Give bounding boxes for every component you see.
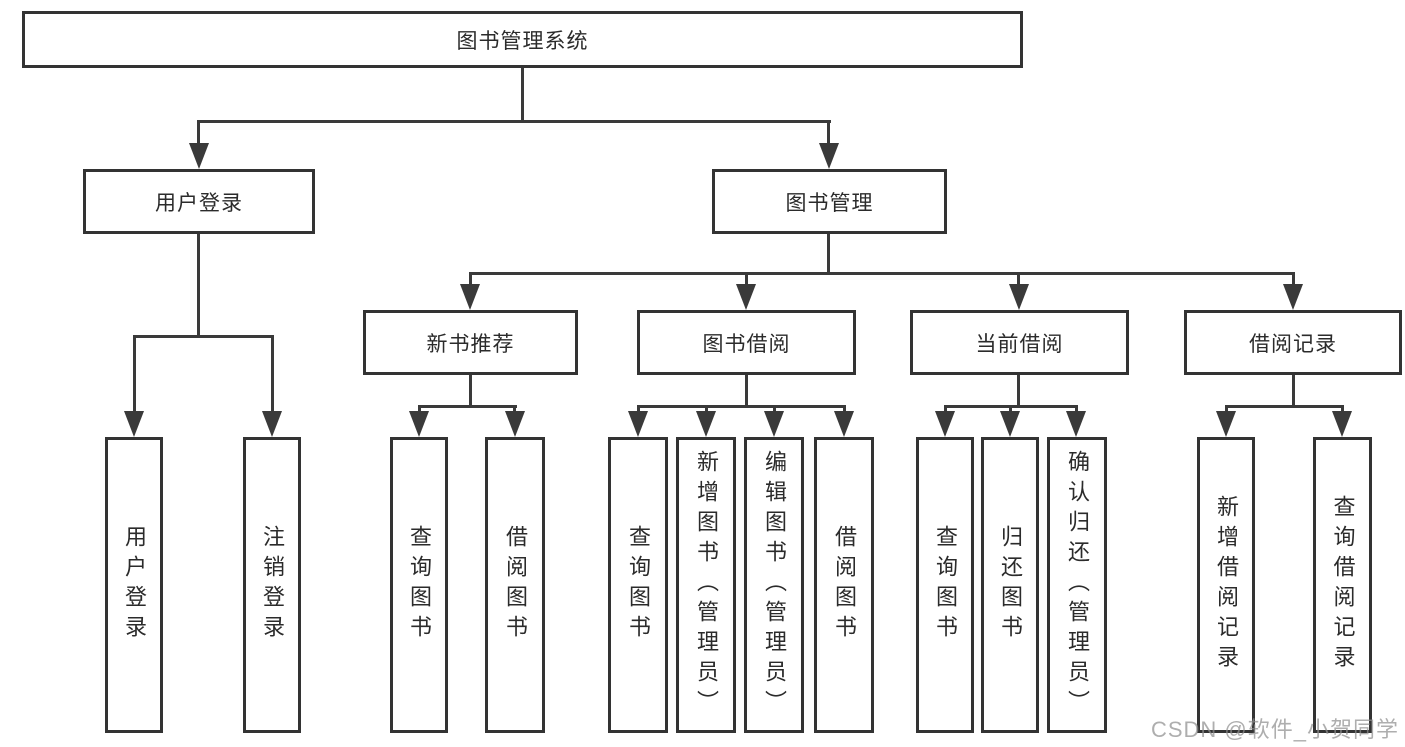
connector-line: [843, 405, 846, 413]
node-leaf-logout: 注销登录: [243, 437, 301, 733]
arrow-down-icon: [262, 411, 282, 437]
connector-line: [271, 335, 274, 413]
connector-line: [197, 234, 200, 337]
arrow-down-icon: [1283, 284, 1303, 310]
connector-line: [133, 335, 274, 338]
arrow-down-icon: [935, 411, 955, 437]
node-leaf-query-borrow-record: 查询借阅记录: [1313, 437, 1372, 733]
arrow-down-icon: [736, 284, 756, 310]
connector-line: [745, 375, 748, 407]
arrow-down-icon: [834, 411, 854, 437]
arrow-down-icon: [1066, 411, 1086, 437]
node-leaf-return-books: 归还图书: [981, 437, 1039, 733]
node-user-login: 用户登录: [83, 169, 315, 234]
node-leaf-borrow-books: 借阅图书: [485, 437, 545, 733]
connector-line: [1075, 405, 1078, 413]
arrow-down-icon: [1216, 411, 1236, 437]
connector-line: [521, 68, 524, 122]
connector-line: [1225, 405, 1343, 408]
connector-line: [1341, 405, 1344, 413]
connector-line: [705, 405, 708, 413]
node-label: 查询图书: [407, 525, 432, 645]
connector-line: [513, 405, 516, 413]
node-leaf-query-books: 查询图书: [916, 437, 974, 733]
node-label: 用户登录: [122, 525, 147, 645]
arrow-down-icon: [1332, 411, 1352, 437]
node-leaf-confirm-return-admin: 确认归还（管理员）: [1047, 437, 1107, 733]
connector-line: [418, 405, 517, 408]
node-label: 查询图书: [626, 525, 651, 645]
node-library-management-system: 图书管理系统: [22, 11, 1023, 68]
node-label: 借阅图书: [503, 525, 528, 645]
node-label: 查询借阅记录: [1330, 495, 1356, 675]
connector-line: [469, 375, 472, 407]
connector-line: [469, 272, 472, 286]
node-leaf-add-borrow-record: 新增借阅记录: [1197, 437, 1255, 733]
arrow-down-icon: [764, 411, 784, 437]
node-leaf-query-books: 查询图书: [608, 437, 668, 733]
connector-line: [1225, 405, 1228, 413]
arrow-down-icon: [1000, 411, 1020, 437]
node-leaf-borrow-books: 借阅图书: [814, 437, 874, 733]
arrow-down-icon: [189, 143, 209, 169]
arrow-down-icon: [696, 411, 716, 437]
csdn-watermark: CSDN @软件_小贺同学: [1150, 717, 1399, 742]
node-leaf-user-login: 用户登录: [105, 437, 163, 733]
connector-line: [418, 405, 421, 413]
connector-line: [827, 234, 830, 274]
node-label: 新增借阅记录: [1214, 495, 1239, 675]
connector-line: [773, 405, 776, 413]
connector-line: [1292, 375, 1295, 407]
arrow-down-icon: [505, 411, 525, 437]
node-current-borrowing: 当前借阅: [910, 310, 1129, 375]
connector-line: [197, 120, 200, 145]
connector-line: [944, 405, 947, 413]
node-label: 注销登录: [260, 525, 285, 645]
arrow-down-icon: [819, 143, 839, 169]
node-borrowing-records: 借阅记录: [1184, 310, 1402, 375]
node-label: 借阅图书: [832, 525, 857, 645]
connector-line: [637, 405, 846, 408]
connector-line: [1017, 272, 1020, 286]
node-book-borrowing: 图书借阅: [637, 310, 856, 375]
connector-line: [745, 272, 748, 286]
node-label: 查询图书: [933, 525, 958, 645]
connector-line: [469, 272, 1295, 275]
connector-line: [1009, 405, 1012, 413]
connector-line: [637, 405, 640, 413]
connector-line: [1292, 272, 1295, 286]
node-label: 确认归还（管理员）: [1065, 450, 1090, 720]
node-label: 编辑图书（管理员）: [762, 450, 787, 720]
arrow-down-icon: [409, 411, 429, 437]
connector-line: [1017, 375, 1020, 407]
node-new-book-recommend: 新书推荐: [363, 310, 578, 375]
node-leaf-query-books: 查询图书: [390, 437, 448, 733]
node-label: 归还图书: [998, 525, 1023, 645]
node-leaf-add-books-admin: 新增图书（管理员）: [676, 437, 736, 733]
node-label: 新增图书（管理员）: [694, 450, 719, 720]
node-book-management: 图书管理: [712, 169, 947, 234]
arrow-down-icon: [124, 411, 144, 437]
arrow-down-icon: [1009, 284, 1029, 310]
connector-line: [827, 120, 830, 145]
arrow-down-icon: [628, 411, 648, 437]
connector-line: [133, 335, 136, 413]
connector-line: [197, 120, 831, 123]
arrow-down-icon: [460, 284, 480, 310]
node-leaf-edit-books-admin: 编辑图书（管理员）: [744, 437, 804, 733]
